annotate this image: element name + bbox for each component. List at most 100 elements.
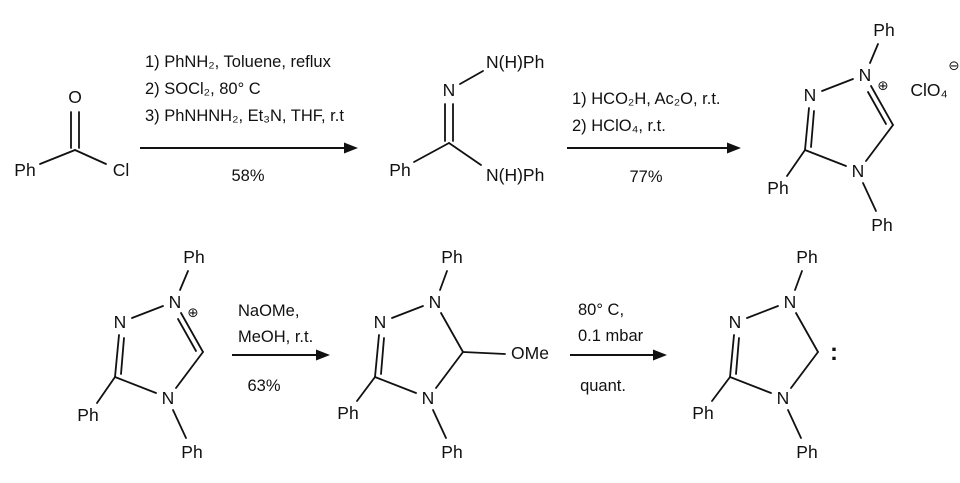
bond bbox=[131, 305, 164, 319]
condition-line-2: 0.1 mbar bbox=[578, 327, 644, 345]
double-bond-line bbox=[804, 107, 810, 151]
bond bbox=[172, 409, 187, 439]
bond bbox=[440, 312, 464, 353]
atom-label-ph-left: Ph bbox=[77, 405, 98, 425]
yield-label: 77% bbox=[629, 168, 662, 186]
plus-charge: ⊕ bbox=[187, 305, 198, 320]
condition-line-2: 2) HClO₄, r.t. bbox=[572, 117, 666, 135]
plus-charge: ⊕ bbox=[877, 78, 888, 93]
atom-label-ph-left: Ph bbox=[767, 178, 788, 198]
double-bond-line bbox=[180, 312, 204, 353]
arrowhead-icon bbox=[344, 142, 358, 154]
atom-label-ph-left: Ph bbox=[337, 403, 358, 423]
bond bbox=[794, 270, 803, 291]
minus-charge: ⊖ bbox=[948, 58, 959, 73]
condition-line-1: 80° C, bbox=[578, 301, 624, 319]
double-bond-line bbox=[120, 337, 125, 375]
atom-label-ph-top: Ph bbox=[873, 20, 894, 40]
bond bbox=[790, 351, 819, 389]
atom-label-ph-bottom: Ph bbox=[181, 442, 202, 462]
condition-line-1: NaOMe, bbox=[238, 302, 299, 320]
bond bbox=[175, 351, 204, 389]
arrowhead-icon bbox=[727, 142, 741, 154]
atom-label-n1: N bbox=[859, 65, 872, 85]
bonds bbox=[356, 270, 506, 439]
bond bbox=[448, 142, 482, 166]
atom-label-ph: Ph bbox=[389, 160, 410, 180]
atom-label-ph-top: Ph bbox=[183, 247, 204, 267]
condition-line-2: MeOH, r.t. bbox=[238, 328, 313, 346]
atom-label-ph-left: Ph bbox=[692, 403, 713, 423]
bonds bbox=[96, 270, 204, 439]
double-bond-line bbox=[810, 110, 815, 148]
bond bbox=[862, 182, 877, 212]
bond bbox=[787, 409, 802, 439]
bond bbox=[821, 78, 854, 92]
bond bbox=[413, 142, 450, 163]
lone-pair: : bbox=[830, 339, 838, 366]
bond bbox=[786, 149, 806, 177]
atom-label-n4: N bbox=[162, 388, 175, 408]
atom-label-ph-bottom: Ph bbox=[871, 215, 892, 235]
atom-label-n2: N bbox=[114, 312, 127, 332]
double-bond-line bbox=[735, 337, 740, 375]
atom-label-ph-top: Ph bbox=[441, 247, 462, 267]
bonds bbox=[786, 43, 894, 212]
structure-carbene: N N N Ph Ph Ph : bbox=[692, 247, 838, 462]
yield-label: quant. bbox=[580, 377, 626, 395]
reaction-arrow-1: 1) PhNH₂, Toluene, reflux 2) SOCl₂, 80° … bbox=[140, 53, 358, 185]
structure-amidrazone: N N(H)Ph Ph N(H)Ph bbox=[389, 52, 544, 185]
atom-label-nhph-top: N(H)Ph bbox=[486, 52, 544, 72]
condition-line-1: 1) HCO₂H, Ac₂O, r.t. bbox=[572, 90, 721, 108]
atom-label-n: N bbox=[443, 80, 456, 100]
bond bbox=[711, 376, 731, 402]
double-bond-line bbox=[374, 334, 380, 378]
atom-label-n1: N bbox=[169, 292, 182, 312]
atom-label-n4: N bbox=[777, 388, 790, 408]
condition-line-2: 2) SOCl₂, 80° C bbox=[145, 80, 261, 98]
structure-methoxy-triazoline: N N N Ph Ph Ph OMe bbox=[337, 247, 549, 462]
atom-label-ph-bottom: Ph bbox=[441, 442, 462, 462]
bond bbox=[865, 124, 894, 162]
bond bbox=[356, 376, 376, 402]
atom-label-ome: OMe bbox=[511, 343, 549, 363]
double-bond-line bbox=[870, 85, 894, 126]
atom-label-o: O bbox=[68, 87, 82, 107]
bonds bbox=[711, 270, 819, 439]
counterion-label: ClO₄ bbox=[910, 80, 947, 100]
atom-label-ph-bottom: Ph bbox=[796, 442, 817, 462]
bond bbox=[96, 376, 116, 404]
reaction-arrow-2: 1) HCO₂H, Ac₂O, r.t. 2) HClO₄, r.t. 77% bbox=[567, 90, 741, 186]
atom-label-ph: Ph bbox=[14, 160, 35, 180]
reaction-arrow-3: NaOMe, MeOH, r.t. 63% bbox=[232, 302, 330, 395]
structure-triazolium-cation: N N N ⊕ Ph Ph Ph bbox=[77, 247, 204, 462]
bond bbox=[179, 270, 189, 291]
double-bond-line bbox=[729, 334, 735, 378]
atom-label-n4: N bbox=[852, 161, 865, 181]
double-bond-line bbox=[177, 318, 197, 352]
double-bond-line bbox=[114, 334, 120, 378]
bond bbox=[729, 376, 772, 394]
structure-benzoyl-chloride: O Ph Cl bbox=[14, 87, 129, 180]
atom-label-n2: N bbox=[729, 312, 742, 332]
bond bbox=[391, 305, 424, 319]
atom-label-n1: N bbox=[784, 292, 797, 312]
structure-triazolium-salt: N N N ⊕ Ph Ph Ph ClO₄ ⊖ bbox=[767, 20, 959, 235]
bond bbox=[432, 409, 447, 439]
bond bbox=[439, 270, 448, 291]
double-bond-line bbox=[380, 337, 385, 375]
atom-label-n2: N bbox=[374, 312, 387, 332]
yield-label: 58% bbox=[231, 167, 264, 185]
atom-label-ph-top: Ph bbox=[796, 247, 817, 267]
condition-line-1: 1) PhNH₂, Toluene, reflux bbox=[145, 53, 332, 71]
bond bbox=[74, 149, 107, 165]
arrowhead-icon bbox=[316, 349, 330, 361]
bond bbox=[746, 305, 779, 319]
bond bbox=[804, 149, 847, 167]
bond bbox=[869, 43, 879, 64]
atom-label-n2: N bbox=[804, 85, 817, 105]
bond bbox=[435, 351, 464, 389]
reaction-arrow-4: 80° C, 0.1 mbar quant. bbox=[570, 301, 667, 395]
